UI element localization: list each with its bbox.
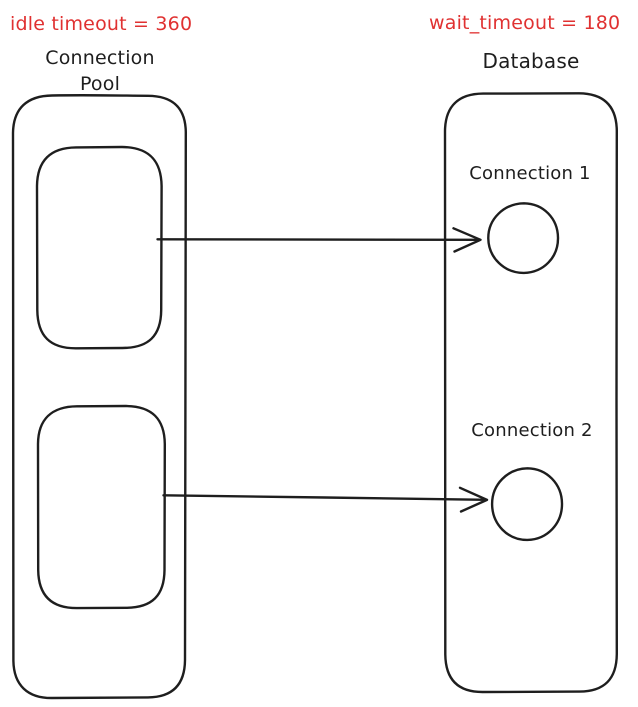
pool-idle-connection-slot-2	[36, 404, 166, 610]
database-box	[443, 92, 618, 694]
database-connection-1-circle	[487, 202, 560, 275]
arrow-connection-1-shaft	[156, 238, 482, 241]
connection-pool-title: Connection Pool	[45, 47, 155, 95]
arrow-connection-2	[162, 486, 489, 513]
database-connection-1-label: Connection 1	[469, 163, 591, 184]
arrow-connection-1-head	[452, 227, 482, 253]
wait-timeout-annotation: wait_timeout = 180	[429, 12, 621, 34]
database-connection-2-label: Connection 2	[471, 420, 593, 441]
connection-pool-box	[11, 94, 187, 700]
arrow-connection-1	[156, 227, 482, 253]
arrow-connection-2-shaft	[162, 494, 488, 501]
database-connection-2-circle	[490, 467, 564, 542]
idle-timeout-annotation: idle timeout = 360	[10, 13, 193, 35]
database-title: Database	[482, 49, 580, 73]
pool-idle-connection-slot-1	[35, 145, 163, 350]
arrow-connection-2-head	[458, 486, 489, 513]
